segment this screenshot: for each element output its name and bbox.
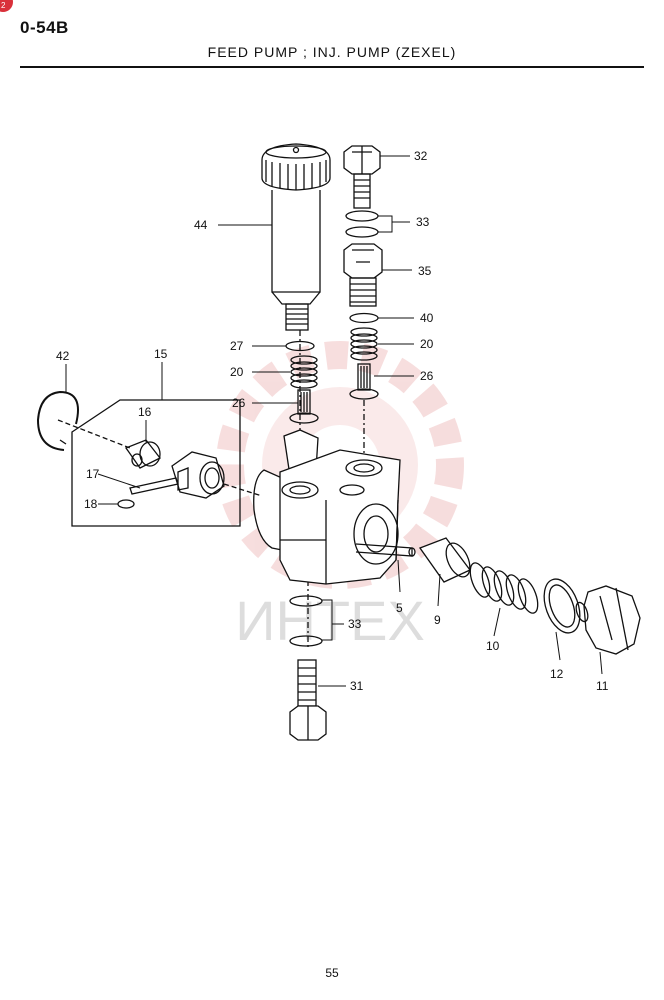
part-33-top-washer-a bbox=[345, 210, 379, 222]
page-number: 55 bbox=[325, 966, 339, 980]
part-12-gasket bbox=[543, 578, 581, 634]
callout-15: 15 bbox=[154, 347, 168, 361]
callout-35: 35 bbox=[418, 264, 432, 278]
callout-26-right: 26 bbox=[420, 369, 434, 383]
part-20-right-spring bbox=[350, 327, 378, 361]
callout-44: 44 bbox=[194, 218, 208, 232]
callout-leader-lines bbox=[65, 155, 603, 687]
callout-40: 40 bbox=[420, 311, 434, 325]
part-17-pin bbox=[129, 477, 179, 495]
callout-20-right: 20 bbox=[420, 337, 434, 351]
part-9-piston bbox=[418, 537, 472, 583]
callout-31: 31 bbox=[350, 679, 364, 693]
section-code: 0-54B bbox=[20, 18, 69, 37]
part-pump-body bbox=[253, 429, 401, 585]
callout-11: 11 bbox=[596, 679, 609, 693]
part-11-plug bbox=[575, 585, 641, 655]
part-42-circlip bbox=[36, 390, 79, 451]
callout-32: 32 bbox=[414, 149, 428, 163]
part-5-plunger-rod bbox=[355, 543, 416, 557]
callout-12: 12 bbox=[550, 667, 564, 681]
callout-42: 42 bbox=[56, 349, 70, 363]
part-33-bottom-washer-a bbox=[289, 595, 323, 607]
watermark-text: ИНТЕХ bbox=[235, 589, 425, 652]
part-33-bottom-washer-b bbox=[289, 635, 323, 647]
part-20-left-spring bbox=[290, 355, 318, 389]
callout-16: 16 bbox=[138, 405, 152, 419]
callout-33-bottom: 33 bbox=[348, 617, 362, 631]
part-35-fitting bbox=[343, 243, 383, 307]
header-divider bbox=[20, 66, 644, 68]
callout-26-left: 26 bbox=[232, 396, 246, 410]
part-40-o-ring bbox=[349, 312, 379, 324]
callout-17: 17 bbox=[86, 467, 100, 481]
callout-27: 27 bbox=[230, 339, 244, 353]
corner-badge-icon: 2 bbox=[0, 0, 13, 12]
part-31-banjo-bolt bbox=[289, 659, 327, 741]
callout-33-top: 33 bbox=[416, 215, 430, 229]
part-16-roller bbox=[124, 439, 161, 469]
page-title: FEED PUMP ; INJ. PUMP (ZEXEL) bbox=[207, 44, 457, 60]
callout-20-left: 20 bbox=[230, 365, 244, 379]
part-tappet-body bbox=[171, 451, 225, 499]
part-18-clip bbox=[117, 499, 135, 509]
part-26-left-valve bbox=[289, 389, 319, 424]
part-32-banjo-bolt bbox=[343, 145, 381, 209]
sub-assembly-frame bbox=[71, 399, 241, 527]
part-44-filter-bowl bbox=[261, 143, 331, 331]
part-33-top-washer-b bbox=[345, 226, 379, 238]
svg-text:2: 2 bbox=[1, 1, 6, 10]
callout-9: 9 bbox=[434, 613, 441, 627]
callout-18: 18 bbox=[84, 497, 98, 511]
callout-10: 10 bbox=[486, 639, 500, 653]
callout-5: 5 bbox=[396, 601, 403, 615]
part-26-right-valve bbox=[349, 363, 379, 400]
part-10-spring bbox=[469, 562, 539, 614]
